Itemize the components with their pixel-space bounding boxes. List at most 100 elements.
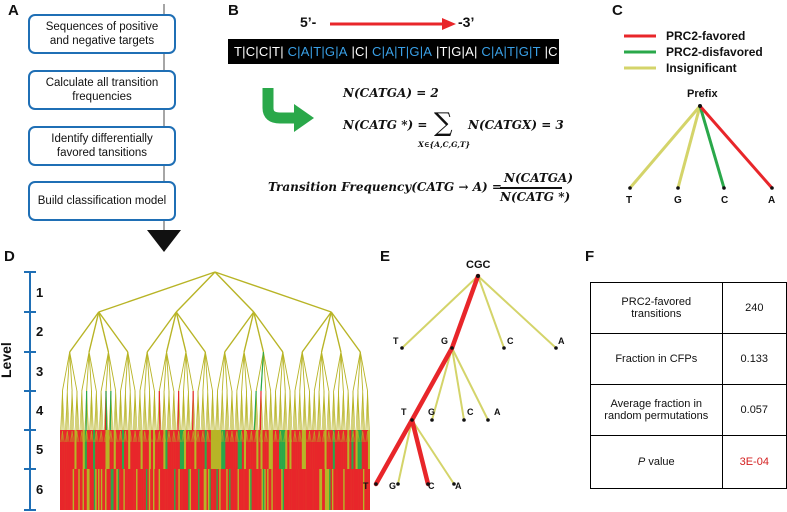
tree-edge: [323, 390, 327, 431]
tree-edge: [178, 351, 187, 392]
tree-band-cell: [237, 430, 240, 469]
tree-edge: [224, 351, 233, 392]
seq-seg-2: C|A|T|G|A: [287, 44, 348, 59]
tree-band-cell: [167, 430, 170, 469]
tree-edge: [294, 430, 297, 443]
transition-tree-example: [628, 104, 774, 190]
tree-edge: [81, 390, 84, 431]
tree-band-cell: [70, 430, 73, 469]
tree-band-cell: [224, 469, 227, 510]
tree-band-cell: [300, 469, 303, 510]
tree-band-cell: [365, 430, 369, 469]
tree-band-cell: [277, 469, 279, 510]
tree-band-cell: [99, 469, 102, 510]
tree-band-cell: [302, 469, 304, 510]
tree-edge: [352, 430, 354, 443]
stat-label: Average fraction in random permutations: [590, 384, 723, 436]
tree-edge: [263, 430, 267, 443]
tree-edge: [158, 430, 160, 443]
tree-band-cell: [171, 469, 173, 510]
table-row: Average fraction in random permutations …: [590, 384, 787, 436]
tree-band-cell: [153, 469, 155, 510]
stat-label: P value: [590, 435, 723, 489]
tree-band-cell: [250, 430, 253, 469]
tree-edge: [177, 390, 180, 431]
tree-edge: [255, 430, 257, 443]
tree-band-cell: [339, 469, 341, 510]
tree-band-cell: [310, 430, 313, 469]
tree-edge: [139, 430, 142, 443]
tree-band-cell: [301, 430, 305, 469]
formula-frequency-numerator: N(CATGA): [504, 171, 574, 185]
tree-band-cell: [285, 430, 288, 469]
tree-band-cell: [93, 430, 96, 469]
tree-edge: [308, 430, 310, 443]
tree-edge: [166, 430, 170, 443]
tree-edge: [341, 430, 344, 443]
tree-edge: [183, 430, 186, 443]
tree-edge: [185, 351, 194, 392]
tree-e-l3-c: C: [428, 481, 435, 491]
tree-edge: [202, 351, 206, 392]
tree-band-cell: [193, 469, 196, 510]
tree-edge: [80, 430, 82, 443]
tree-band-cell: [194, 430, 197, 469]
tree-edge: [226, 430, 230, 443]
tree-edge: [134, 390, 138, 431]
tree-band-cell: [270, 430, 274, 469]
tree-band-cell: [144, 469, 147, 510]
tree-band-cell: [86, 430, 90, 469]
tree-edge: [125, 390, 128, 431]
seq-seg-4: C|A|T|G|A: [372, 44, 433, 59]
tree-band-cell: [279, 430, 282, 469]
tree-edge: [129, 390, 133, 431]
tree-band-cell: [241, 430, 245, 469]
tree-band-cell: [360, 469, 362, 510]
tree-edge: [125, 430, 128, 443]
tree-band-cell: [132, 430, 135, 469]
tree-edge: [231, 390, 235, 431]
tree-edge: [348, 430, 351, 443]
tree-edge: [185, 351, 189, 392]
tree-edge: [337, 430, 339, 443]
tree-band-cell: [341, 469, 344, 510]
tree-band-cell: [322, 430, 325, 469]
tree-band-cell: [134, 469, 137, 510]
tree-edge: [96, 430, 99, 443]
tree-edge: [188, 390, 191, 431]
tree-band-cell: [178, 469, 180, 510]
stat-value: 0.057: [721, 384, 787, 436]
tree-edge: [280, 390, 283, 431]
tree-edge: [253, 390, 257, 431]
tree-band-cell: [85, 469, 87, 510]
tree-edge: [166, 351, 170, 392]
tree-band-cell: [69, 469, 72, 510]
tree-band-cell: [229, 469, 231, 510]
tree-band-cell: [327, 469, 330, 510]
tree-band-cell: [359, 430, 362, 469]
tree-band-cell: [89, 469, 92, 510]
tree-band-cell: [117, 430, 121, 469]
level-5: 5: [36, 442, 44, 457]
tree-edge: [163, 430, 165, 443]
tree-edge: [243, 351, 252, 392]
tree-edge: [307, 430, 310, 443]
tree-band-cell: [119, 430, 123, 469]
tree-band-cell: [262, 469, 265, 510]
tree-edge: [269, 430, 271, 443]
tree-edge: [304, 430, 307, 443]
tree-edge: [109, 390, 112, 431]
tree-edge: [284, 390, 288, 431]
tree-edge: [236, 351, 245, 392]
tree-edge: [139, 351, 148, 392]
tree-edge: [66, 430, 68, 443]
tree-band-cell: [314, 430, 317, 469]
tree-band-cell: [202, 430, 205, 469]
tree-e-l2-t: T: [401, 407, 407, 417]
tree-band-cell: [165, 469, 168, 510]
tree-band-cell: [209, 469, 211, 510]
panel-label-c: C: [612, 2, 623, 19]
tree-band-cell: [219, 430, 222, 469]
tree-band-cell: [102, 469, 104, 510]
tree-band-cell: [267, 469, 269, 510]
